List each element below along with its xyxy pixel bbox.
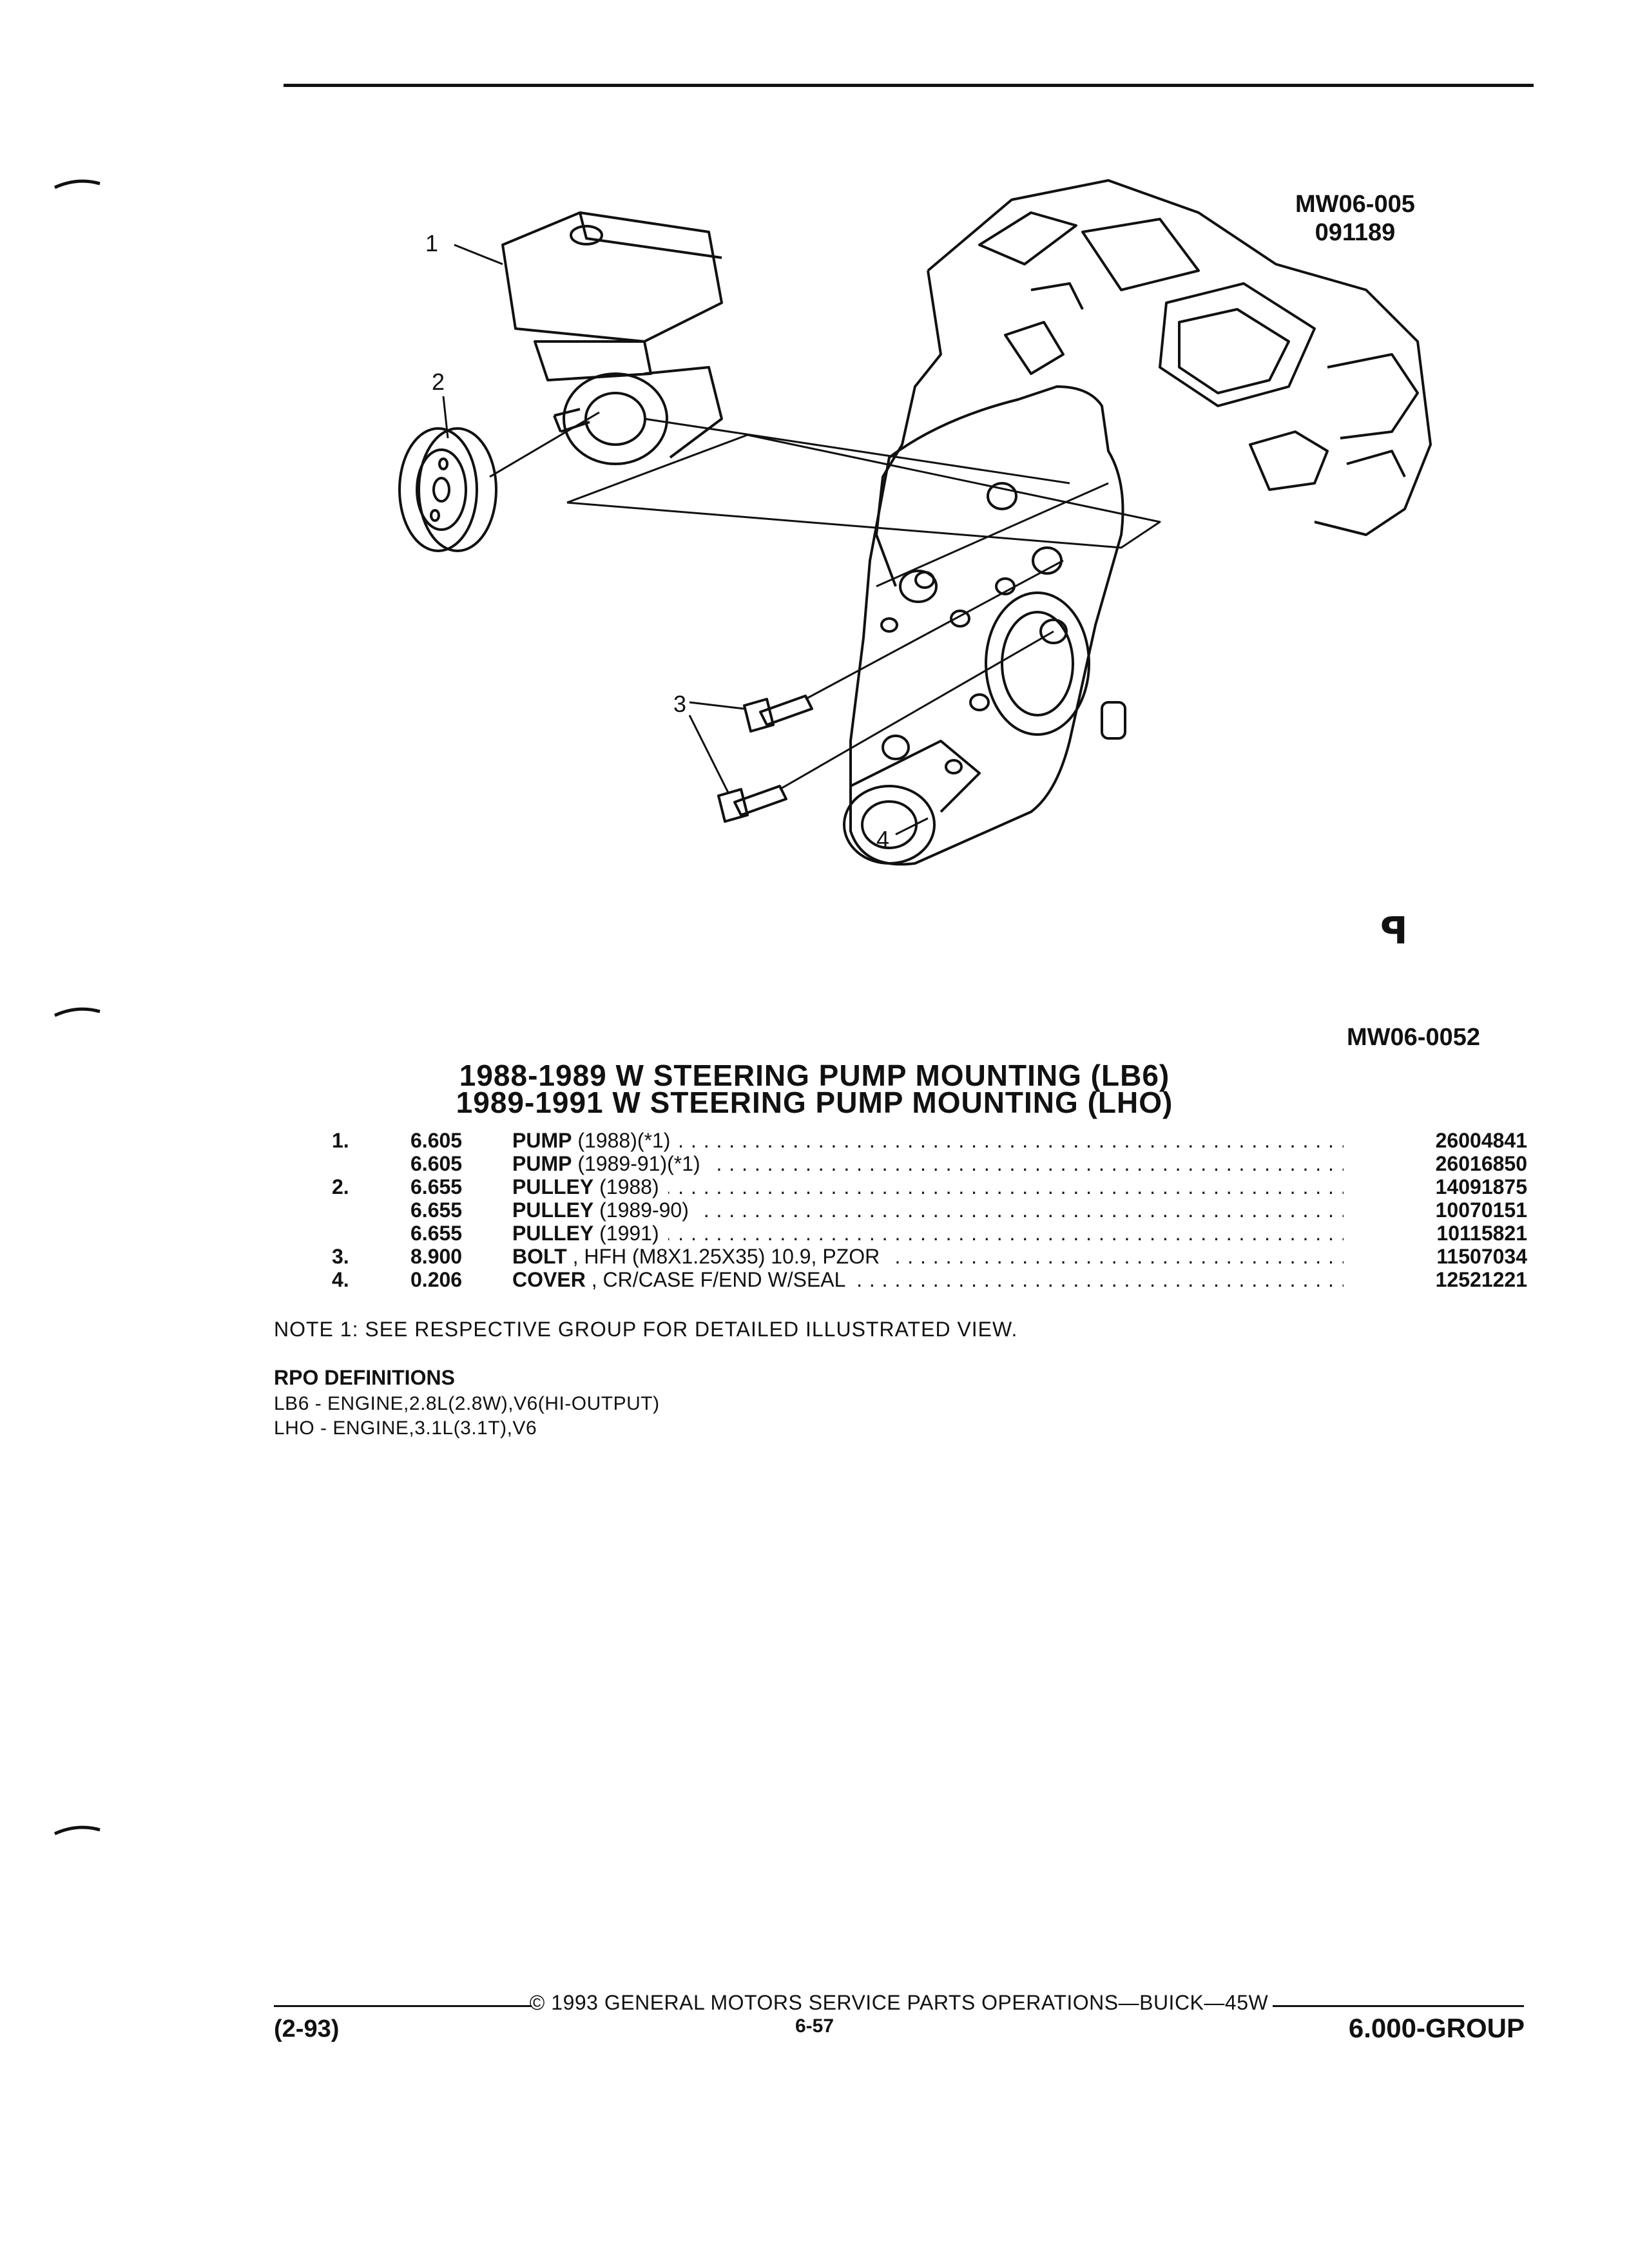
callout-1: 1 <box>425 230 438 256</box>
part-spec: (1989-91)(*1) <box>572 1152 700 1175</box>
page-number: 6-57 <box>795 2015 834 2037</box>
group-label: 6.000-GROUP <box>1348 2013 1525 2043</box>
callout-leaders <box>442 244 929 836</box>
group-code: 6.655 <box>410 1222 463 1245</box>
illustration-reference: MW06-005 091189 <box>1295 190 1415 247</box>
margin-mark <box>53 179 101 189</box>
engine-block-drawing <box>875 179 1432 587</box>
reference-date: 091189 <box>1315 219 1396 246</box>
reference-code: MW06-005 <box>1295 191 1415 218</box>
part-name: PULLEY <box>512 1198 594 1222</box>
item-number: 1. <box>332 1129 349 1152</box>
part-name: BOLT <box>512 1245 567 1268</box>
pulley-drawing <box>398 427 497 552</box>
part-spec: (1991) <box>593 1222 659 1245</box>
part-number: 26004841 <box>1435 1129 1527 1152</box>
top-rule <box>284 84 1534 87</box>
parts-row: 6.605 PUMP (1989-91)(*1) 26016850 <box>332 1152 1527 1175</box>
part-name: PUMP <box>512 1152 572 1175</box>
item-number: 3. <box>332 1245 349 1268</box>
illustration-reference-bottom: MW06-0052 <box>1347 1024 1480 1051</box>
parts-row: 6.655 PULLEY (1989-90) 10070151 <box>332 1198 1527 1222</box>
parts-list: 1. 6.605 PUMP (1988)(*1) 26004841 6.605 … <box>332 1129 1527 1291</box>
section-titles: 1988-1989 W STEERING PUMP MOUNTING (LB6)… <box>0 1059 1629 1119</box>
callout-3: 3 <box>673 691 686 717</box>
group-code: 8.900 <box>410 1245 463 1268</box>
part-number: 11507034 <box>1436 1245 1527 1268</box>
copyright-notice: © 1993 GENERAL MOTORS SERVICE PARTS OPER… <box>529 1991 1269 2014</box>
alignment-lines <box>489 411 1161 791</box>
part-name: PULLEY <box>512 1175 594 1198</box>
part-name: PULLEY <box>512 1222 594 1245</box>
callout-2: 2 <box>432 369 445 395</box>
part-spec: , CR/CASE F/END W/SEAL <box>585 1268 846 1291</box>
part-spec: (1989-90) <box>593 1198 689 1222</box>
section-title-2: 1989-1991 W STEERING PUMP MOUNTING (LHO) <box>456 1086 1173 1119</box>
part-spec: (1988)(*1) <box>572 1129 671 1152</box>
part-number: 12521221 <box>1435 1268 1527 1291</box>
publisher-logo-icon: ꟼ <box>1380 910 1408 952</box>
part-number: 14091875 <box>1435 1175 1527 1198</box>
rpo-definitions-title: RPO DEFINITIONS <box>274 1366 455 1389</box>
exploded-view-illustration: 1 2 3 4 <box>398 179 1432 866</box>
part-number: 10070151 <box>1435 1198 1527 1222</box>
parts-row: 2. 6.655 PULLEY (1988) 14091875 <box>332 1175 1527 1198</box>
parts-row: 6.655 PULLEY (1991) 10115821 <box>332 1222 1527 1245</box>
item-number: 2. <box>332 1175 349 1198</box>
group-code: 0.206 <box>410 1268 463 1291</box>
section-title-1: 1988-1989 W STEERING PUMP MOUNTING (LB6) <box>459 1059 1170 1092</box>
bolt-drawing <box>717 695 813 823</box>
margin-mark <box>53 1007 101 1017</box>
revision-date: (2-93) <box>274 2015 340 2042</box>
group-code: 6.655 <box>410 1198 463 1222</box>
parts-row: 4. 0.206 COVER , CR/CASE F/END W/SEAL 12… <box>332 1268 1527 1291</box>
callout-4: 4 <box>876 826 889 852</box>
part-number: 10115821 <box>1436 1222 1527 1245</box>
part-number: 26016850 <box>1435 1152 1527 1175</box>
part-spec: , HFH (M8X1.25X35) 10.9, PZOR <box>566 1245 880 1268</box>
rpo-definition: LHO - ENGINE,3.1L(3.1T),V6 <box>274 1418 537 1439</box>
footer-rule-left <box>274 2005 532 2007</box>
rpo-definition: LB6 - ENGINE,2.8L(2.8W),V6(HI-OUTPUT) <box>274 1393 660 1414</box>
front-cover-drawing <box>843 385 1126 866</box>
parts-row: 3. 8.900 BOLT , HFH (M8X1.25X35) 10.9, P… <box>332 1245 1527 1268</box>
group-code: 6.605 <box>410 1129 463 1152</box>
part-name: COVER <box>512 1268 586 1291</box>
group-code: 6.655 <box>410 1175 463 1198</box>
parts-row: 1. 6.605 PUMP (1988)(*1) 26004841 <box>332 1129 1527 1152</box>
part-spec: (1988) <box>593 1175 659 1198</box>
group-code: 6.605 <box>410 1152 463 1175</box>
footnote: NOTE 1: SEE RESPECTIVE GROUP FOR DETAILE… <box>274 1318 1018 1341</box>
margin-mark <box>53 1825 101 1836</box>
footer-rule-right <box>1273 2005 1524 2007</box>
item-number: 4. <box>332 1268 349 1291</box>
part-name: PUMP <box>512 1129 572 1152</box>
